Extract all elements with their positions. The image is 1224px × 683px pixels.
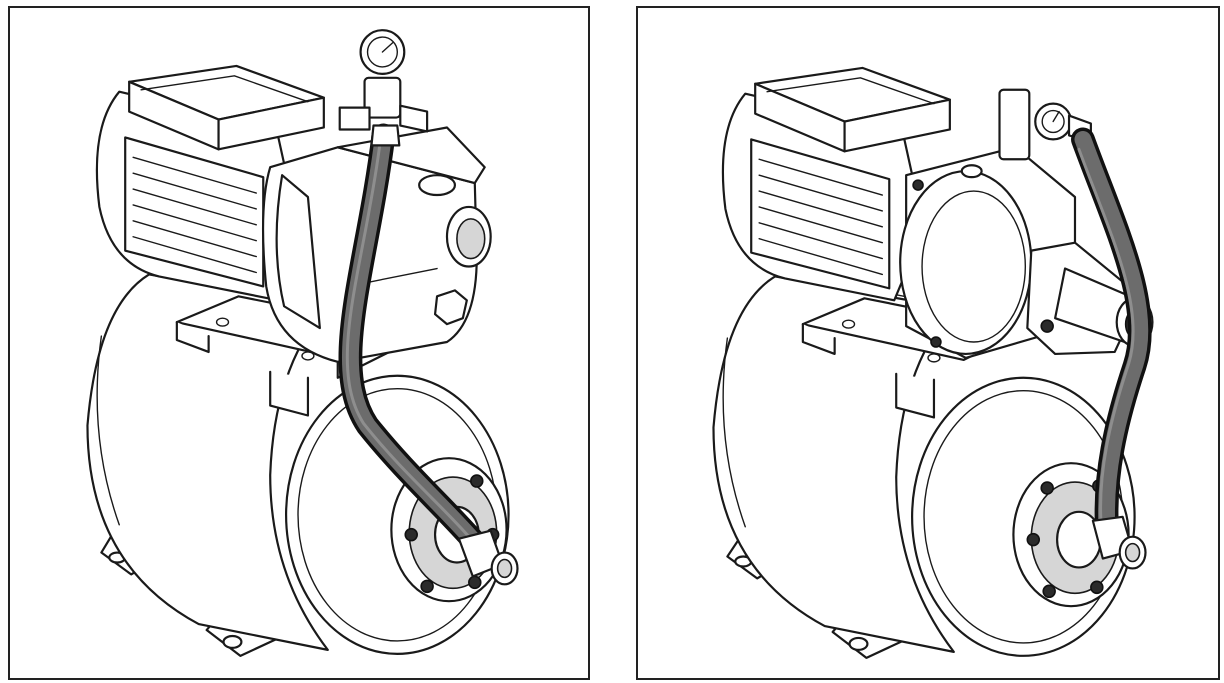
tank-outlet-fitting bbox=[1091, 515, 1147, 570]
pump-top-outlet-drawing bbox=[86, 29, 519, 657]
right-illustration-panel bbox=[636, 6, 1220, 680]
tank-outlet-fitting bbox=[457, 529, 519, 586]
tank-flange bbox=[1012, 462, 1130, 608]
left-illustration-panel bbox=[8, 6, 590, 680]
terminal-box bbox=[128, 64, 325, 151]
connecting-hose bbox=[338, 123, 489, 557]
side-outlet-elbow bbox=[1026, 241, 1154, 356]
pressure-gauge bbox=[998, 88, 1092, 161]
pressure-gauge bbox=[338, 29, 429, 133]
connecting-hose bbox=[1071, 127, 1152, 537]
pump-side-outlet-drawing bbox=[712, 66, 1154, 659]
terminal-box bbox=[754, 66, 951, 153]
